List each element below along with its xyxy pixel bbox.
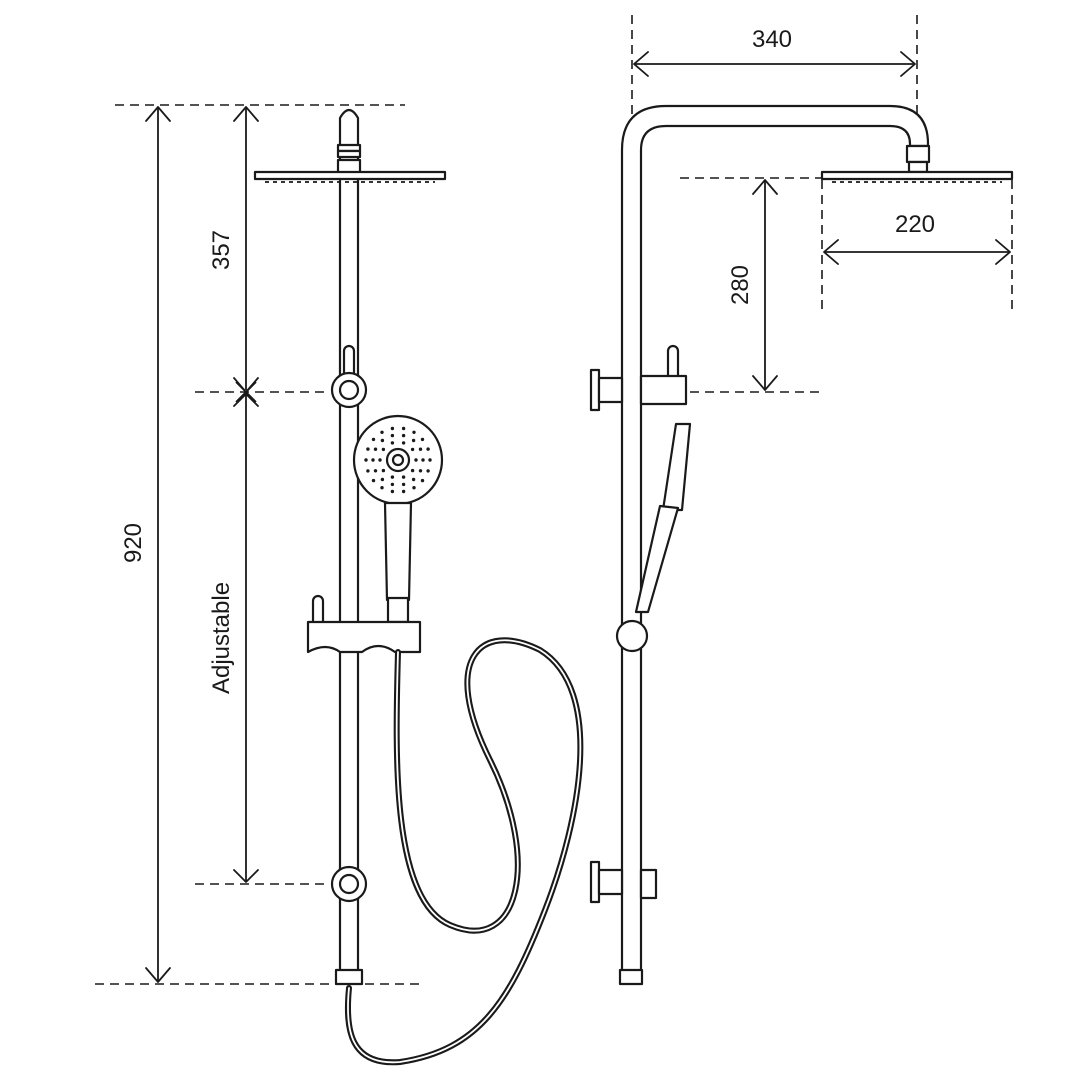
nozzle-dot <box>371 458 375 462</box>
label-slider-range: Adjustable <box>208 582 235 694</box>
front-view: 920 357 Adjustable <box>95 104 584 1066</box>
nozzle-dot <box>410 447 415 452</box>
nozzle-dot <box>380 477 385 482</box>
label-arm-reach: 340 <box>752 26 792 53</box>
nozzle-dot <box>401 475 406 479</box>
hand-shower-handle <box>383 501 413 602</box>
nozzle-dot <box>381 468 386 473</box>
upper-wall-bracket-front <box>330 344 368 409</box>
label-head-diameter: 220 <box>895 211 935 238</box>
nozzle-dot <box>366 469 370 473</box>
nozzle-dot <box>373 447 378 451</box>
nozzle-dot <box>366 447 370 451</box>
hand-shower-side-handle <box>634 504 680 614</box>
nozzle-dot <box>390 433 395 438</box>
nozzle-dot <box>373 469 378 473</box>
nozzle-pattern <box>364 426 432 494</box>
slider-holder-front <box>306 594 422 654</box>
nozzle-dot <box>411 438 416 443</box>
rail-collar-top-2 <box>336 149 362 159</box>
nozzle-dot <box>418 447 423 451</box>
nozzle-dot <box>390 441 395 445</box>
dimension-head-drop: 280 <box>727 179 778 391</box>
nozzle-dot <box>390 489 395 494</box>
lower-wall-bracket-front <box>330 865 368 903</box>
dimension-arm-reach: 340 <box>633 26 916 77</box>
nozzle-dot <box>412 486 416 490</box>
nozzle-dot <box>371 478 376 483</box>
nozzle-dot <box>401 489 406 494</box>
lower-wall-bracket-side <box>589 860 658 904</box>
overhead-head-side <box>820 170 1014 183</box>
rail-end-cap-side <box>618 968 644 986</box>
side-view: 340 220 280 <box>589 15 1014 986</box>
nozzle-dot <box>390 426 395 431</box>
nozzle-dot <box>378 458 382 462</box>
overhead-head-front <box>253 158 447 183</box>
nozzle-dot <box>418 469 423 473</box>
arm-nut-side <box>905 144 931 164</box>
nozzle-dot <box>420 478 425 483</box>
riser-rail-front <box>338 108 360 978</box>
upper-wall-bracket-side <box>589 344 688 412</box>
dimension-overall-height: 920 <box>120 106 171 983</box>
nozzle-dot <box>381 447 386 452</box>
dimension-slider-range: Adjustable <box>208 393 259 883</box>
label-head-to-slider: 357 <box>208 230 235 270</box>
nozzle-dot <box>401 482 406 487</box>
nozzle-dot <box>401 441 406 445</box>
label-head-drop: 280 <box>727 265 754 305</box>
nozzle-dot <box>380 430 384 434</box>
nozzle-dot <box>364 458 368 462</box>
nozzle-dot <box>426 469 430 473</box>
nozzle-dot <box>390 475 395 479</box>
nozzle-dot <box>414 458 418 462</box>
hand-shower-side <box>615 422 692 653</box>
nozzle-dot <box>401 426 406 431</box>
hand-shower-front <box>352 414 444 624</box>
nozzle-dot <box>380 486 384 490</box>
nozzle-dot <box>411 477 416 482</box>
dimension-head-to-slider: 357 <box>208 106 259 403</box>
nozzle-dot <box>421 458 425 462</box>
nozzle-dot <box>428 458 432 462</box>
nozzle-dot <box>412 430 416 434</box>
shower-hose <box>344 637 584 1066</box>
nozzle-dot <box>390 482 395 487</box>
nozzle-dot <box>401 433 406 438</box>
nozzle-dot <box>426 447 430 451</box>
dimension-head-diameter: 220 <box>823 211 1011 265</box>
rail-end-cap-front <box>334 968 364 986</box>
nozzle-dot <box>371 437 376 442</box>
hand-shower-side-head <box>661 422 692 512</box>
nozzle-dot <box>410 468 415 473</box>
nozzle-dot <box>420 437 425 442</box>
label-overall-height: 920 <box>120 523 147 563</box>
nozzle-dot <box>380 438 385 443</box>
